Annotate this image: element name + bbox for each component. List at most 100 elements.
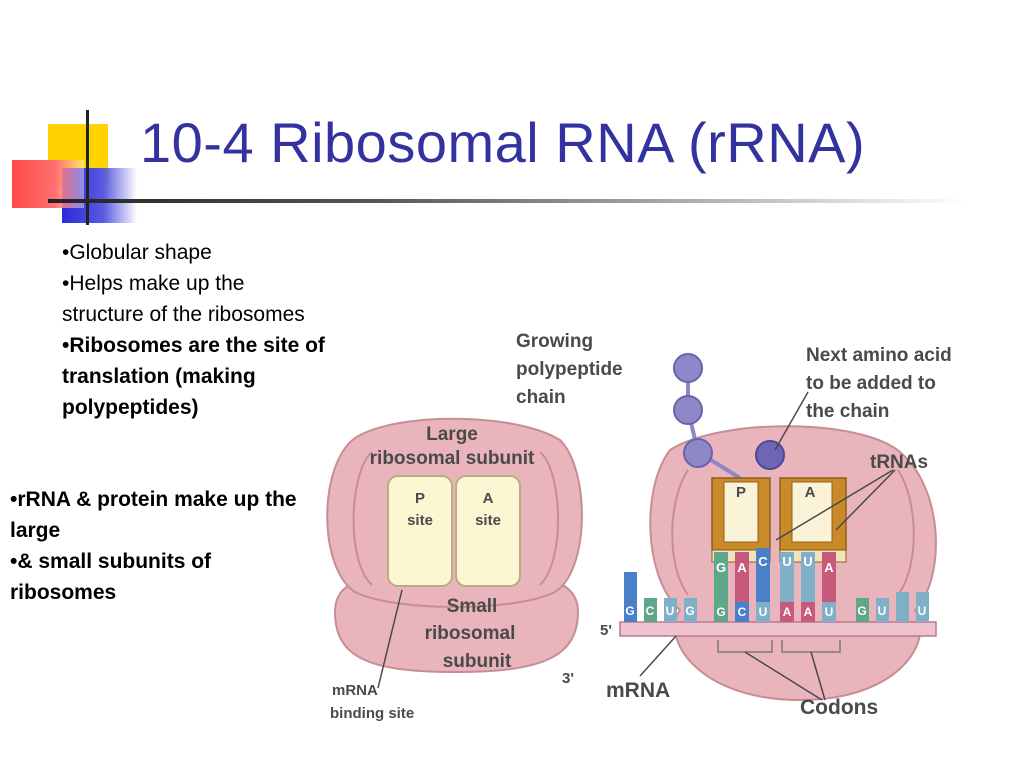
codons-pointer <box>810 651 826 701</box>
svg-text:Growing: Growing <box>516 331 593 352</box>
anticodon-letter: A <box>824 560 834 575</box>
anticodon-letter: U <box>803 554 812 569</box>
title-rule <box>48 199 968 203</box>
svg-text:ribosomal subunit: ribosomal subunit <box>370 448 535 469</box>
amino-acid-bead <box>673 353 703 383</box>
mrna-bases <box>624 572 929 622</box>
a-site-label: site <box>475 512 501 529</box>
svg-text:binding site: binding site <box>330 705 414 722</box>
amino-acid-bead <box>673 395 703 425</box>
bullet-item: •& small subunits of ribosomes <box>10 550 212 604</box>
bullet-item: •rRNA & protein make up the large <box>10 488 297 542</box>
trna-pointer <box>835 469 896 531</box>
svg-text:the chain: the chain <box>806 401 889 422</box>
codons-pointer <box>744 651 823 701</box>
growing-chain-label: chain <box>516 387 566 408</box>
mrna-binding-label: mRNA <box>332 682 378 699</box>
svg-text:ribosomal: ribosomal <box>425 623 516 644</box>
svg-text:subunit: subunit <box>443 651 512 672</box>
left-ribosome: P site A site Large ribosomal subunit Sm… <box>326 417 583 722</box>
amino-acid-bead <box>683 438 713 468</box>
ribosome-lobe-right <box>897 469 915 596</box>
codon-letter: C <box>738 605 747 619</box>
svg-text:Small: Small <box>447 596 498 617</box>
svg-text:tRNAs: tRNAs <box>870 452 928 473</box>
svg-text:mRNA: mRNA <box>332 682 378 699</box>
mrna-base-bar <box>684 598 697 622</box>
trna-a-window <box>791 481 833 543</box>
p-site-box <box>387 475 453 587</box>
codon-letter: U <box>918 604 927 618</box>
codon-letter: U <box>666 604 675 618</box>
next-amino-label: to be added to <box>806 373 936 394</box>
large-subunit-label: Large <box>426 424 478 445</box>
mrna-base-bar <box>714 602 728 622</box>
anticodon-bar <box>756 548 770 602</box>
codon-letter: U <box>825 605 834 619</box>
svg-text:A: A <box>805 484 816 501</box>
mrna-base-bar <box>822 602 836 622</box>
anticodon-letter: A <box>737 560 747 575</box>
svg-text:P: P <box>415 490 425 507</box>
anticodon-bars <box>714 548 836 602</box>
codon-letter: G <box>685 604 694 618</box>
p-site-label: P <box>415 490 425 507</box>
bullet-item: •Ribosomes are the site of translation (… <box>62 334 325 419</box>
three-prime-label: 3' <box>562 670 574 687</box>
anticodon-letter: U <box>782 554 791 569</box>
growing-chain-label: polypeptide <box>516 359 623 380</box>
small-subunit-label: ribosomal <box>425 623 516 644</box>
mrna-base-bar <box>780 602 794 622</box>
right-ribosome: P A G A C U U A <box>516 331 952 719</box>
mrna-label: mRNA <box>606 679 670 702</box>
svg-text:3': 3' <box>562 670 574 687</box>
mrna-base-bar <box>624 572 637 622</box>
bullet-item: •Globular shape <box>62 241 212 264</box>
codon-letter: C <box>646 604 655 618</box>
anticodon-bar <box>780 552 794 602</box>
ribosome-lobe-left <box>671 469 689 596</box>
codon-letter: G <box>716 605 725 619</box>
codon-letter: G <box>857 604 866 618</box>
next-amino-label: Next amino acid <box>806 345 952 366</box>
anticodon-bar <box>714 552 728 602</box>
five-prime-label: 5' <box>600 622 612 639</box>
svg-text:chain: chain <box>516 387 566 408</box>
mrna-strand <box>619 621 937 637</box>
codon-letter: U <box>878 604 887 618</box>
codon-letter: U <box>759 605 768 619</box>
mrna-base-bar <box>916 592 929 622</box>
mrna-base-bar <box>856 598 869 622</box>
mrna-base-bar <box>876 598 889 622</box>
anticodon-letter: G <box>716 560 726 575</box>
a-site-label: A <box>483 490 494 507</box>
growing-chain-label: Growing <box>516 331 593 352</box>
codons-label: Codons <box>800 696 878 719</box>
mrna-pointer <box>639 635 677 677</box>
small-subunit-label: subunit <box>443 651 512 672</box>
large-subunit-label: ribosomal subunit <box>370 448 535 469</box>
p-site-label: site <box>407 512 433 529</box>
anticodon-letter: C <box>758 554 768 569</box>
trna-a-label: A <box>805 484 816 501</box>
codon-letter: A <box>804 605 813 619</box>
anticodon-bar <box>801 552 815 602</box>
svg-text:5': 5' <box>600 622 612 639</box>
a-site-box <box>455 475 521 587</box>
bullet-list-indented: •Globular shape •Helps make up the struc… <box>62 237 327 423</box>
small-subunit-label: Small <box>447 596 498 617</box>
mrna-base-bar <box>756 602 770 622</box>
svg-text:polypeptide: polypeptide <box>516 359 623 380</box>
codon-letter: G <box>625 604 634 618</box>
large-subunit-lobe-right <box>539 451 560 586</box>
next-amino-acid-bead <box>755 440 785 470</box>
mrna-base-bar <box>664 598 677 622</box>
mrna-base-bar <box>801 602 815 622</box>
next-amino-pointer <box>774 391 809 451</box>
mrna-binding-label: binding site <box>330 705 414 722</box>
trna-p-label: P <box>736 484 746 501</box>
deco-vertical-line <box>86 110 89 225</box>
trnas-label: tRNAs <box>870 452 928 473</box>
mrna-base-bar <box>896 592 909 622</box>
